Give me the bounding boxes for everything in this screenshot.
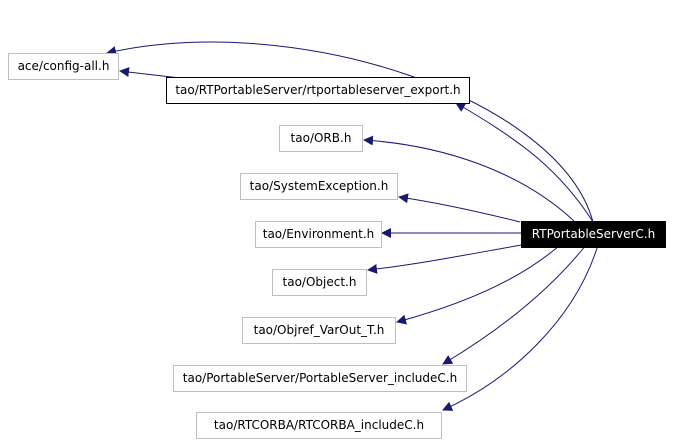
node-objref-varout[interactable]: tao/Objref_VarOut_T.h xyxy=(242,317,396,344)
edge-export-to-config-all xyxy=(119,67,181,79)
edge-root-to-sysexc xyxy=(398,193,521,223)
node-rtportableserver-export[interactable]: tao/RTPortableServer/rtportableserver_ex… xyxy=(166,77,470,104)
edge-root-to-export xyxy=(455,102,594,223)
edges xyxy=(106,41,599,411)
edge-root-to-object xyxy=(367,243,528,274)
edge-root-to-ps-include xyxy=(442,244,587,365)
node-rtcorba-include[interactable]: tao/RTCORBA/RTCORBA_includeC.h xyxy=(196,412,442,439)
node-environment[interactable]: tao/Environment.h xyxy=(255,221,382,248)
edge-root-to-rtcorba-include xyxy=(442,244,599,411)
node-object[interactable]: tao/Object.h xyxy=(272,269,367,296)
node-orb[interactable]: tao/ORB.h xyxy=(279,125,363,152)
edge-root-to-objref xyxy=(396,244,561,325)
edge-root-to-config-all xyxy=(106,41,594,223)
node-system-exception[interactable]: tao/SystemException.h xyxy=(240,173,398,200)
node-rtportableserverc-root[interactable]: RTPortableServerC.h xyxy=(521,221,666,248)
edge-root-to-orb xyxy=(363,135,576,223)
node-config-all[interactable]: ace/config-all.h xyxy=(8,53,119,80)
node-portableserver-include[interactable]: tao/PortableServer/PortableServer_includ… xyxy=(173,365,467,392)
